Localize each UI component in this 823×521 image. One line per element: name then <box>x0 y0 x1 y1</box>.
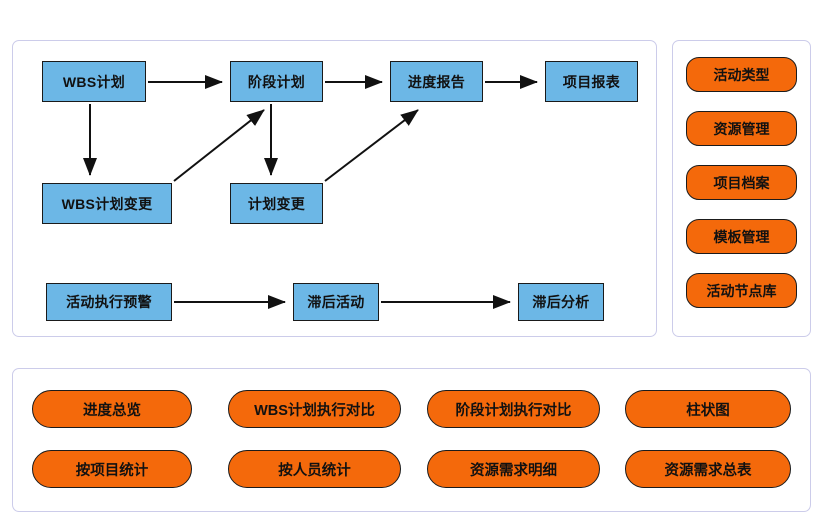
report-button-stats-by-project[interactable]: 按项目统计 <box>32 450 192 488</box>
report-button-phase-plan-compare[interactable]: 阶段计划执行对比 <box>427 390 600 428</box>
flow-node-plan-change[interactable]: 计划变更 <box>230 183 323 224</box>
report-button-wbs-plan-compare[interactable]: WBS计划执行对比 <box>228 390 401 428</box>
flow-node-activity-warning[interactable]: 活动执行预警 <box>46 283 172 321</box>
flow-node-wbs-plan[interactable]: WBS计划 <box>42 61 146 102</box>
report-button-bar-chart[interactable]: 柱状图 <box>625 390 791 428</box>
mgmt-button-resource-mgmt[interactable]: 资源管理 <box>686 111 797 146</box>
mgmt-button-project-archive[interactable]: 项目档案 <box>686 165 797 200</box>
mgmt-button-template-mgmt[interactable]: 模板管理 <box>686 219 797 254</box>
flow-node-phase-plan[interactable]: 阶段计划 <box>230 61 323 102</box>
flow-node-wbs-plan-change[interactable]: WBS计划变更 <box>42 183 172 224</box>
flow-node-project-report[interactable]: 项目报表 <box>545 61 638 102</box>
flow-node-delay-analysis[interactable]: 滞后分析 <box>518 283 604 321</box>
flow-node-progress-report[interactable]: 进度报告 <box>390 61 483 102</box>
report-button-resource-demand-detail[interactable]: 资源需求明细 <box>427 450 600 488</box>
report-button-progress-overview[interactable]: 进度总览 <box>32 390 192 428</box>
report-button-stats-by-person[interactable]: 按人员统计 <box>228 450 401 488</box>
report-button-resource-demand-summary[interactable]: 资源需求总表 <box>625 450 791 488</box>
mgmt-button-activity-type[interactable]: 活动类型 <box>686 57 797 92</box>
mgmt-button-activity-node-lib[interactable]: 活动节点库 <box>686 273 797 308</box>
flow-node-delayed-activity[interactable]: 滞后活动 <box>293 283 379 321</box>
